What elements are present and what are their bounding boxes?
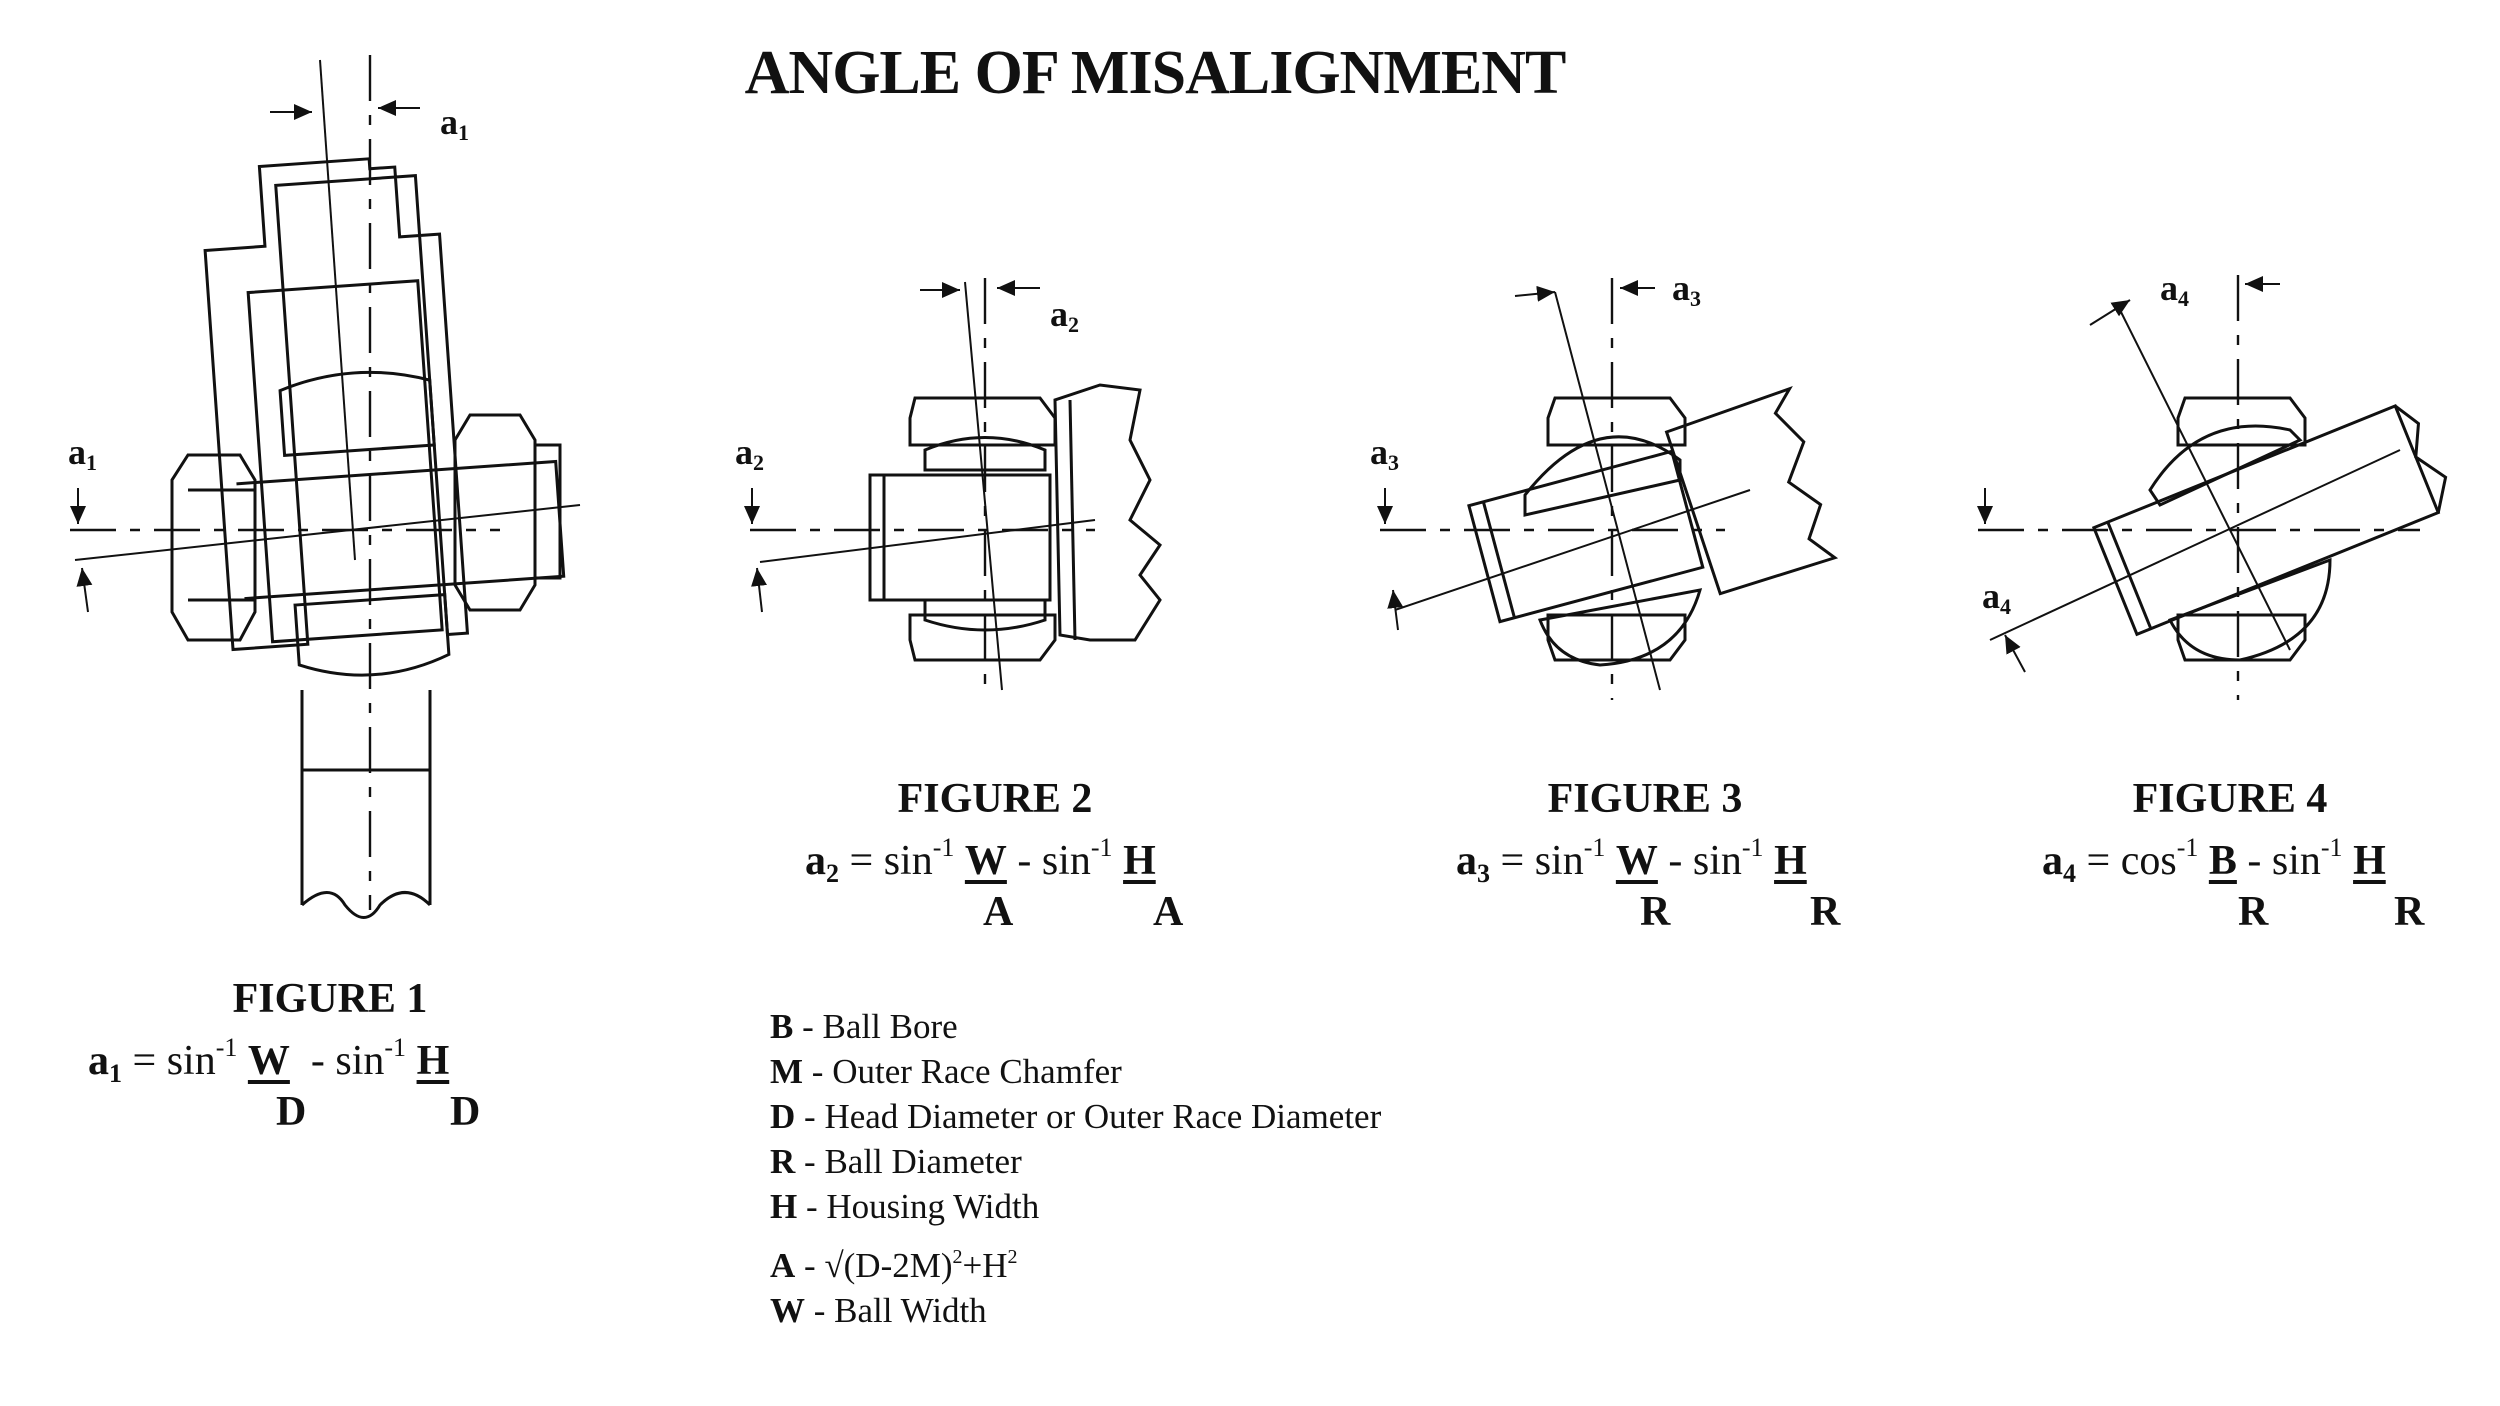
figure-3-drawing	[1377, 278, 1839, 700]
figure-1-angle-label-left: a1	[68, 432, 97, 475]
figure-4-angle-label-left: a4	[1982, 576, 2011, 619]
figure-4-denominator-2: R	[2394, 889, 2425, 935]
legend-item: A - √(D-2M)2+H2	[770, 1246, 1018, 1285]
figure-1-denominator-2: D	[450, 1089, 481, 1135]
legend-item: H - Housing Width	[770, 1187, 1040, 1226]
figure-4-drawing	[1977, 275, 2448, 700]
figure-2-angle-label-top: a2	[1050, 294, 1079, 337]
figure-2-formula: a2 = sin-1 W - sin-1 H	[805, 833, 1156, 888]
legend-item: W - Ball Width	[770, 1291, 987, 1330]
figure-3-denominator-1: R	[1640, 889, 1671, 935]
figure-1-angle-label-top: a1	[440, 102, 469, 145]
figure-1-drawing	[70, 55, 581, 919]
legend-item: B - Ball Bore	[770, 1007, 958, 1046]
figure-4-caption: FIGURE 4	[2132, 776, 2328, 822]
legend-item: R - Ball Diameter	[770, 1142, 1022, 1181]
legend-item: M - Outer Race Chamfer	[770, 1052, 1122, 1091]
figure-2-drawing	[744, 278, 1162, 691]
figure-2-caption: FIGURE 2	[897, 776, 1093, 822]
legend-item: D - Head Diameter or Outer Race Diameter	[770, 1097, 1382, 1136]
figure-1-formula: a1 = sin-1 W - sin-1 H	[88, 1033, 450, 1088]
figure-1-denominator-1: D	[276, 1089, 307, 1135]
figure-1-caption: FIGURE 1	[232, 976, 428, 1022]
figure-3-angle-label-left: a3	[1370, 432, 1399, 475]
figure-3-formula: a3 = sin-1 W - sin-1 H	[1456, 833, 1807, 888]
variable-legend: B - Ball Bore M - Outer Race Chamfer D -…	[770, 1004, 1381, 1333]
figure-2-denominator-2: A	[1153, 889, 1184, 935]
figure-2-denominator-1: A	[983, 889, 1014, 935]
figure-3-angle-label-top: a3	[1672, 268, 1701, 311]
figure-4-angle-label-top: a4	[2160, 268, 2189, 311]
figure-3-caption: FIGURE 3	[1547, 776, 1743, 822]
figure-2-angle-label-left: a2	[735, 432, 764, 475]
page-title: ANGLE OF MISALIGNMENT	[744, 39, 1567, 107]
figure-4-formula: a4 = cos-1 B - sin-1 H	[2042, 833, 2386, 888]
figure-3-denominator-2: R	[1810, 889, 1841, 935]
figure-4-denominator-1: R	[2238, 889, 2269, 935]
